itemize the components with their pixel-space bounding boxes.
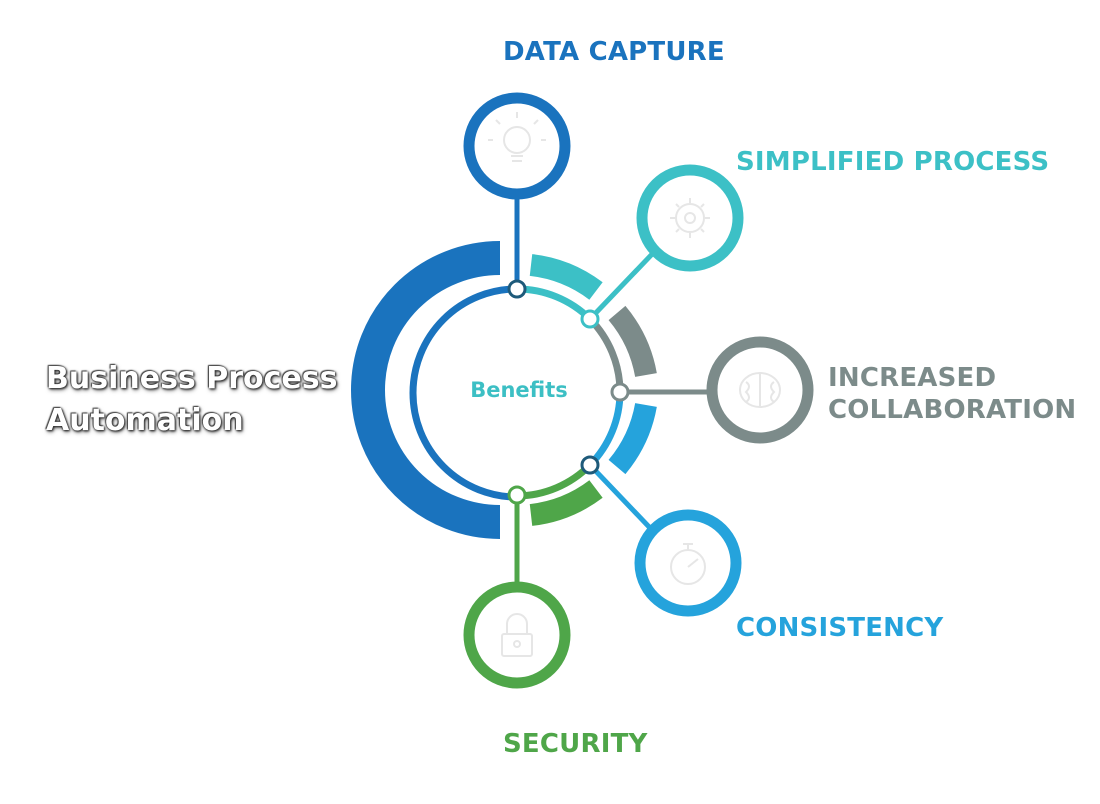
diagram-title-line-1: Business Process [46, 361, 338, 396]
stopwatch-icon [670, 543, 706, 585]
label-consistency: CONSISTENCY [736, 612, 943, 644]
outer-arc-increased-collaboration [608, 305, 657, 378]
junction-dot-data-capture [507, 279, 527, 299]
outer-arc-simplified-process [529, 254, 603, 300]
connector-consistency [588, 463, 654, 532]
lightbulb-icon [488, 112, 546, 162]
label-simplified-process: SIMPLIFIED PROCESS [736, 146, 1049, 178]
outer-arc-security [529, 480, 603, 526]
diagram-title-line-2: Automation [46, 403, 244, 438]
connector-simplified-process [588, 248, 658, 321]
label-data-capture: DATA CAPTURE [503, 36, 725, 68]
inner-ring-data-capture [409, 285, 518, 501]
gear-icon [670, 198, 710, 238]
label-consistency-text: CONSISTENCY [736, 613, 944, 643]
outer-arc-consistency [608, 402, 657, 475]
outer-arc-data-capture [351, 241, 501, 539]
center-label: Benefits [470, 378, 568, 402]
node-simplified-process [636, 164, 744, 272]
lock-icon [501, 613, 533, 657]
junction-dot-simplified-process [580, 309, 600, 329]
label-increased-collaboration-line-1: INCREASED [828, 363, 997, 393]
junction-dot-increased-collaboration [610, 382, 630, 402]
junction-dot-consistency [580, 455, 600, 475]
inner-ring-simplified-process [516, 285, 593, 322]
label-simplified-process-text: SIMPLIFIED PROCESS [736, 147, 1050, 177]
label-data-capture-text: DATA CAPTURE [503, 37, 725, 67]
node-consistency [634, 509, 742, 617]
label-security-text: SECURITY [503, 729, 648, 759]
label-increased-collaboration-line-2: COLLABORATION [828, 395, 1077, 425]
diagram-title: Business Process Automation [46, 358, 337, 442]
label-increased-collaboration: INCREASED COLLABORATION [828, 362, 1076, 426]
label-security: SECURITY [503, 728, 648, 760]
junction-dot-security [507, 485, 527, 505]
brain-icon [739, 372, 781, 408]
node-data-capture [463, 92, 571, 200]
